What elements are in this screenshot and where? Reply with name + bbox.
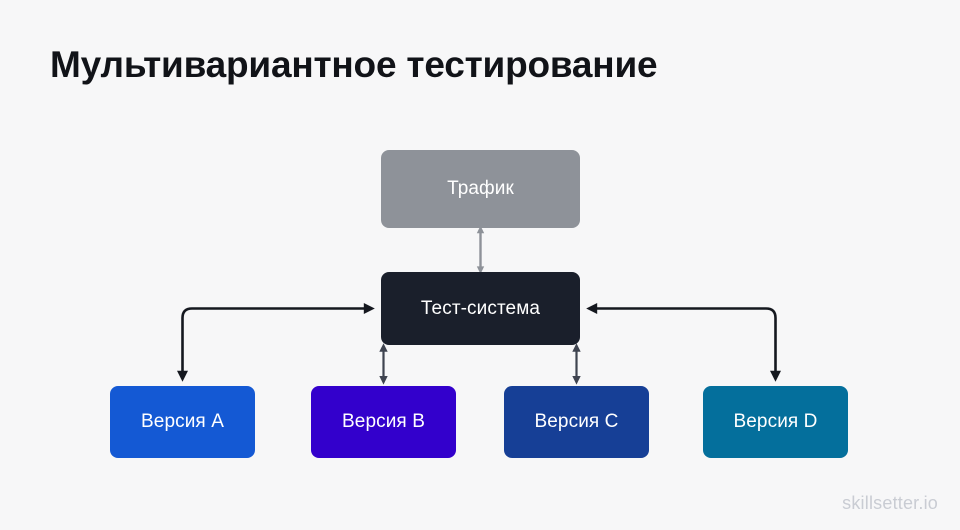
node-version-b-label: Версия B	[342, 411, 425, 432]
node-version-c[interactable]: Версия C	[504, 386, 649, 458]
node-version-a-label: Версия A	[141, 411, 224, 432]
node-version-c-label: Версия C	[534, 411, 619, 432]
node-traffic[interactable]: Трафик	[381, 150, 580, 228]
node-version-d-label: Версия D	[733, 411, 818, 432]
node-version-d[interactable]: Версия D	[703, 386, 848, 458]
node-version-b[interactable]: Версия B	[311, 386, 456, 458]
node-test-system[interactable]: Тест-система	[381, 272, 580, 345]
edge-test-system-to-version-d	[586, 303, 781, 382]
node-test-system-label: Тест-система	[420, 297, 541, 319]
edge-test-system-to-version-a	[177, 303, 375, 382]
node-traffic-label: Трафик	[447, 178, 514, 199]
page-title: Мультивариантное тестирование	[50, 44, 658, 85]
node-version-a[interactable]: Версия A	[110, 386, 255, 458]
watermark: skillsetter.io	[842, 493, 938, 513]
